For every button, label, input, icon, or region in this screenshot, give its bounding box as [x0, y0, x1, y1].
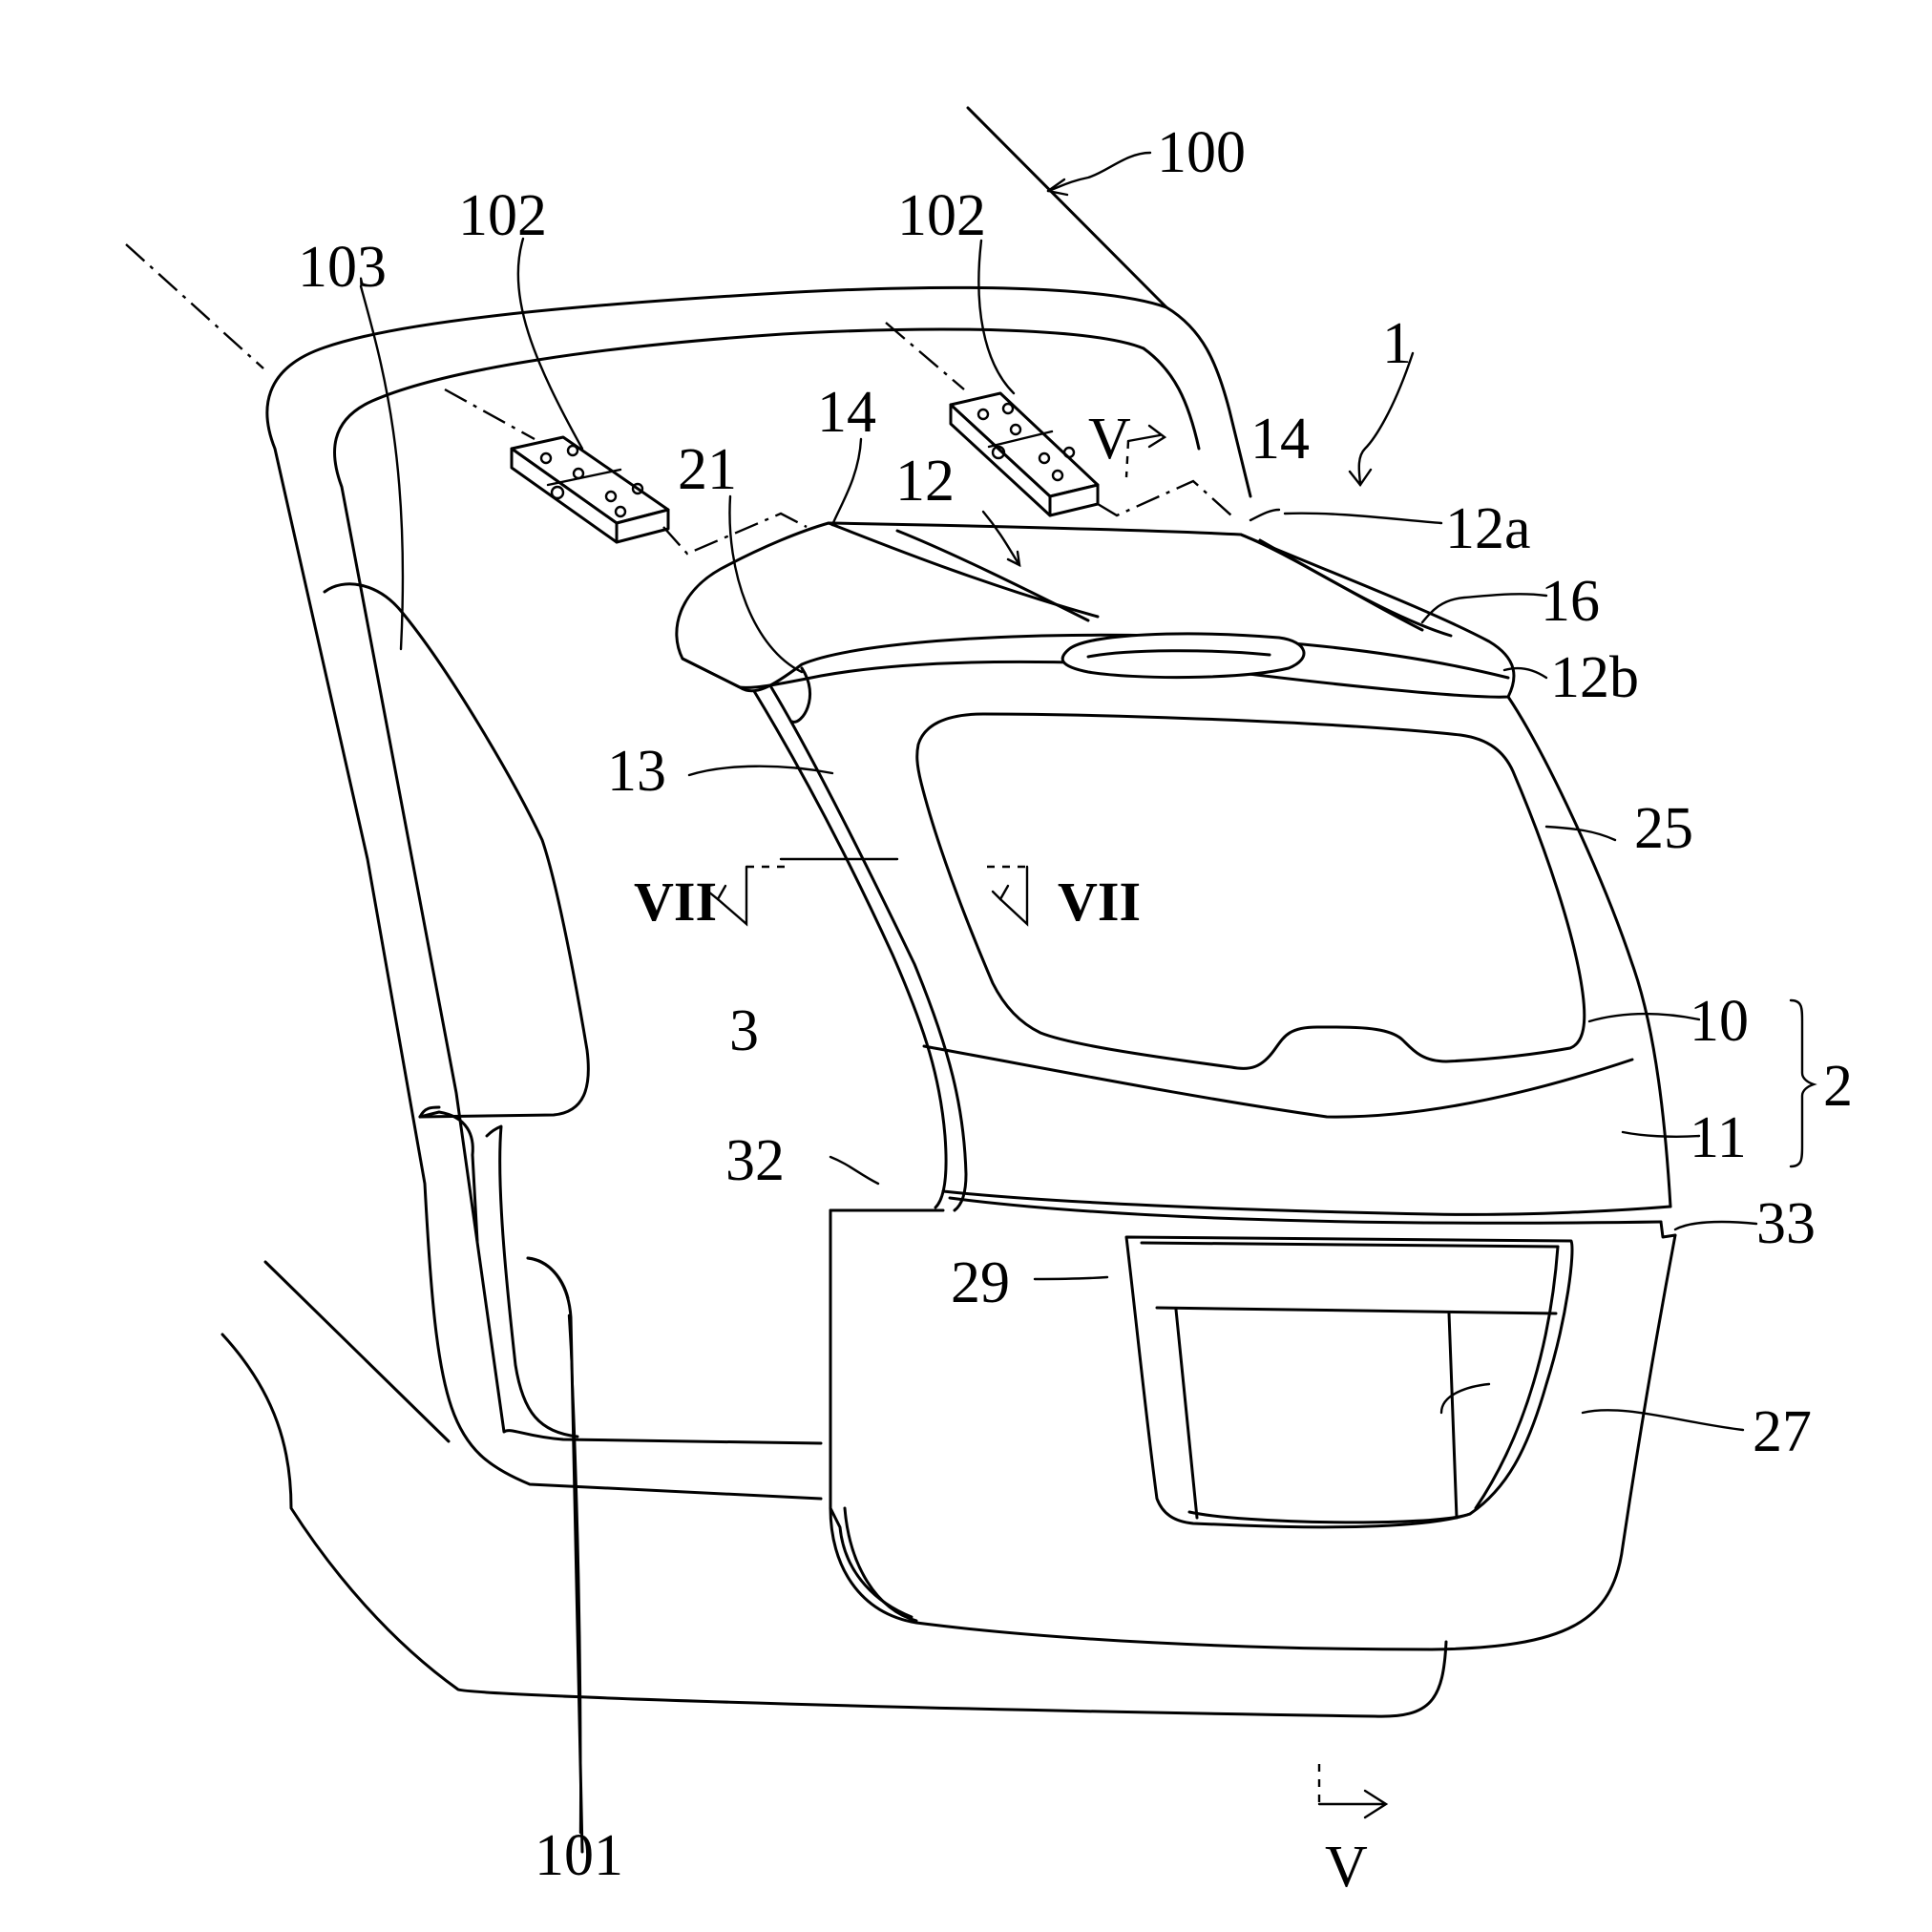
label-3: 3: [729, 998, 759, 1063]
label-14-left: 14: [817, 380, 876, 445]
label-12b: 12b: [1550, 645, 1639, 710]
label-21: 21: [678, 437, 737, 502]
label-10: 10: [1690, 989, 1749, 1054]
section-vii-right: VII: [1058, 871, 1141, 933]
section-v-top: V: [1088, 407, 1131, 472]
label-12a: 12a: [1445, 496, 1531, 561]
label-14-right: 14: [1250, 407, 1310, 472]
label-12: 12: [895, 449, 955, 514]
label-11: 11: [1690, 1105, 1747, 1170]
label-1: 1: [1382, 311, 1412, 376]
label-25: 25: [1634, 796, 1693, 861]
label-102-left: 102: [458, 183, 547, 248]
label-103: 103: [298, 235, 387, 300]
hinge-left: [445, 389, 807, 554]
label-33: 33: [1756, 1191, 1816, 1256]
label-16: 16: [1541, 569, 1600, 634]
label-101: 101: [535, 1823, 623, 1888]
label-100: 100: [1157, 120, 1246, 185]
back-door: [677, 523, 1675, 1649]
section-v-bottom: V: [1325, 1835, 1368, 1900]
label-29: 29: [951, 1250, 1010, 1315]
label-102-right: 102: [897, 183, 986, 248]
label-32: 32: [725, 1128, 785, 1193]
label-13: 13: [607, 739, 666, 804]
label-27: 27: [1753, 1399, 1812, 1464]
section-vii-left: VII: [634, 871, 717, 933]
label-2: 2: [1823, 1054, 1853, 1119]
